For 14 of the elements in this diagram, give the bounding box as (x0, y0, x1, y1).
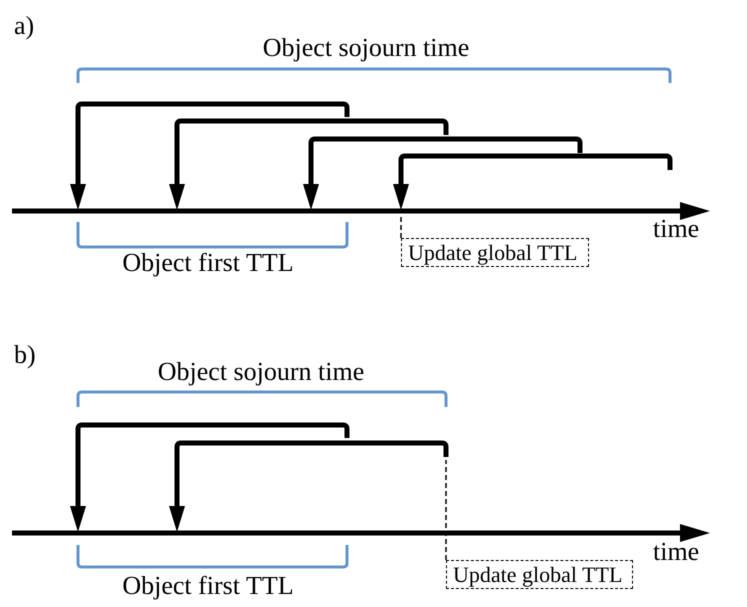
axis-label: time (653, 539, 700, 566)
axis-label: time (653, 216, 700, 242)
bracket-label: Object first TTL (122, 250, 294, 276)
annotation-frame (446, 560, 633, 589)
bracket-label: Object sojourn time (158, 359, 364, 386)
panel-letter: b) (14, 342, 36, 368)
annotation-text: Update global TTL (453, 564, 622, 586)
bracket-label: Object first TTL (122, 573, 294, 600)
bracket-label: Object sojourn time (262, 35, 470, 62)
leader-line (445, 460, 447, 560)
leader-line (400, 216, 402, 238)
annotation-text: Update global TTL (408, 242, 578, 264)
panel-letter: a) (14, 13, 34, 40)
annotation-frame (401, 238, 589, 267)
